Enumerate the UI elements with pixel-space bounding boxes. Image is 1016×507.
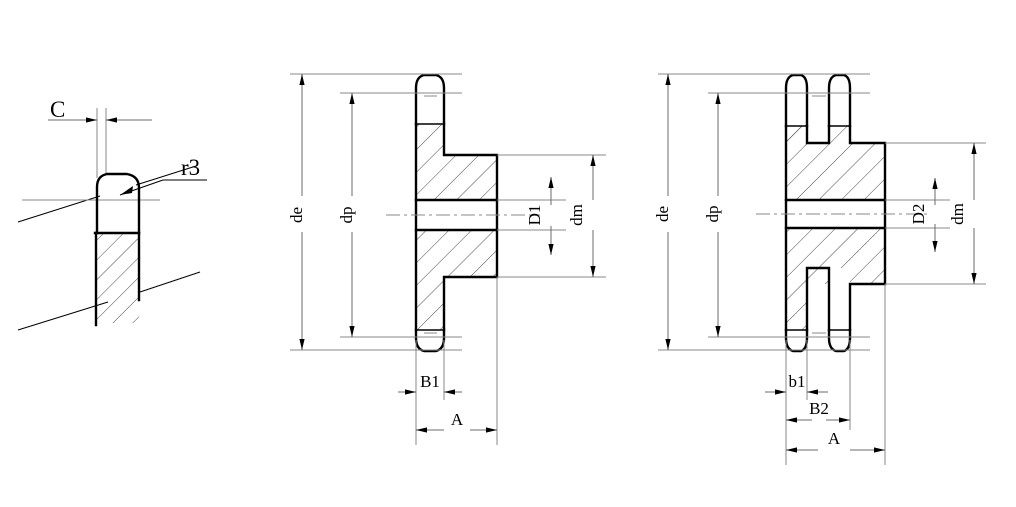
- inclined-reference-line-upper-right: [135, 165, 197, 186]
- simplex-body-step-profile: [442, 122, 499, 332]
- label-A-simplex: A: [451, 410, 464, 429]
- inclined-reference-line-lower-left: [17, 301, 109, 331]
- duplex-top-tooth-left-outline: [784, 73, 809, 128]
- label-D1-simplex: D1: [525, 205, 544, 226]
- duplex-upper-groove-profile: [805, 124, 831, 145]
- inclined-reference-line-lower-right: [139, 271, 201, 293]
- tooth-profile-detail-view: C r3: [17, 97, 207, 331]
- duplex-lower-section-hatch: [786, 228, 885, 330]
- label-A-duplex: A: [828, 429, 841, 448]
- label-C: C: [50, 97, 65, 122]
- duplex-bottom-tooth-right-outline: [827, 328, 852, 353]
- label-de-simplex: de: [287, 207, 306, 223]
- label-B1-simplex: B1: [420, 372, 440, 391]
- r3-leader-arrowhead: [120, 186, 133, 195]
- simplex-sprocket-view: de dp D1 dm B1 A: [287, 73, 606, 445]
- simplex-upper-section-hatch: [416, 124, 497, 200]
- label-dp-duplex: dp: [703, 206, 722, 223]
- label-D2-duplex: D2: [909, 204, 928, 225]
- label-dp-simplex: dp: [337, 207, 356, 224]
- label-b1-duplex: b1: [789, 372, 806, 391]
- tooth-shank-hatch: [95, 233, 139, 323]
- label-de-duplex: de: [653, 206, 672, 222]
- duplex-lower-groove-profile: [805, 266, 831, 332]
- duplex-top-tooth-right-outline: [827, 73, 852, 128]
- duplex-upper-section-hatch: [786, 126, 885, 200]
- label-dm-simplex: dm: [567, 204, 586, 226]
- duplex-bottom-tooth-left-outline: [784, 328, 809, 353]
- label-dm-duplex: dm: [948, 203, 967, 225]
- label-r3: r3: [181, 155, 200, 180]
- simplex-lower-section-hatch: [416, 230, 497, 330]
- label-B2-duplex: B2: [809, 399, 829, 418]
- simplex-top-tooth-outline: [414, 73, 446, 126]
- duplex-sprocket-view: de dp D2 dm b1 B2 A: [653, 73, 986, 465]
- tooth-crown-outline: [95, 172, 141, 235]
